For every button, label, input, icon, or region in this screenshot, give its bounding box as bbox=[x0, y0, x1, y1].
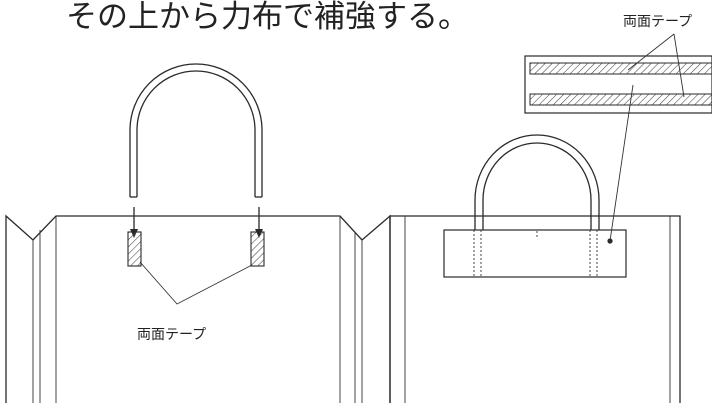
tape-layer bbox=[529, 93, 712, 106]
left-bag-gusset-right bbox=[339, 216, 363, 403]
right-bag: 両面テープ bbox=[389, 14, 712, 403]
detail-leader-lines bbox=[627, 33, 685, 98]
right-bag-body-outline bbox=[389, 215, 681, 403]
cloth-leader-line bbox=[609, 84, 634, 242]
double-sided-tape-piece bbox=[250, 231, 265, 267]
right-handle bbox=[474, 134, 600, 230]
left-bag: 両面テープ bbox=[5, 63, 391, 403]
tape-label-left: 両面テープ bbox=[137, 327, 206, 343]
reinforcement-cloth bbox=[443, 229, 627, 278]
tape-layer bbox=[529, 62, 712, 75]
left-bag-body-outline bbox=[5, 214, 391, 403]
double-sided-tape-piece bbox=[127, 231, 142, 267]
cross-section-detail bbox=[524, 55, 712, 114]
instruction-heading: その上から力布で補強する。 bbox=[66, 0, 469, 35]
tape-label-right: 両面テープ bbox=[623, 14, 692, 30]
left-handle bbox=[129, 63, 263, 198]
right-bag-inner-lines bbox=[404, 216, 671, 403]
left-bag-gusset-left bbox=[32, 216, 57, 403]
tape-leader-lines bbox=[139, 261, 253, 305]
